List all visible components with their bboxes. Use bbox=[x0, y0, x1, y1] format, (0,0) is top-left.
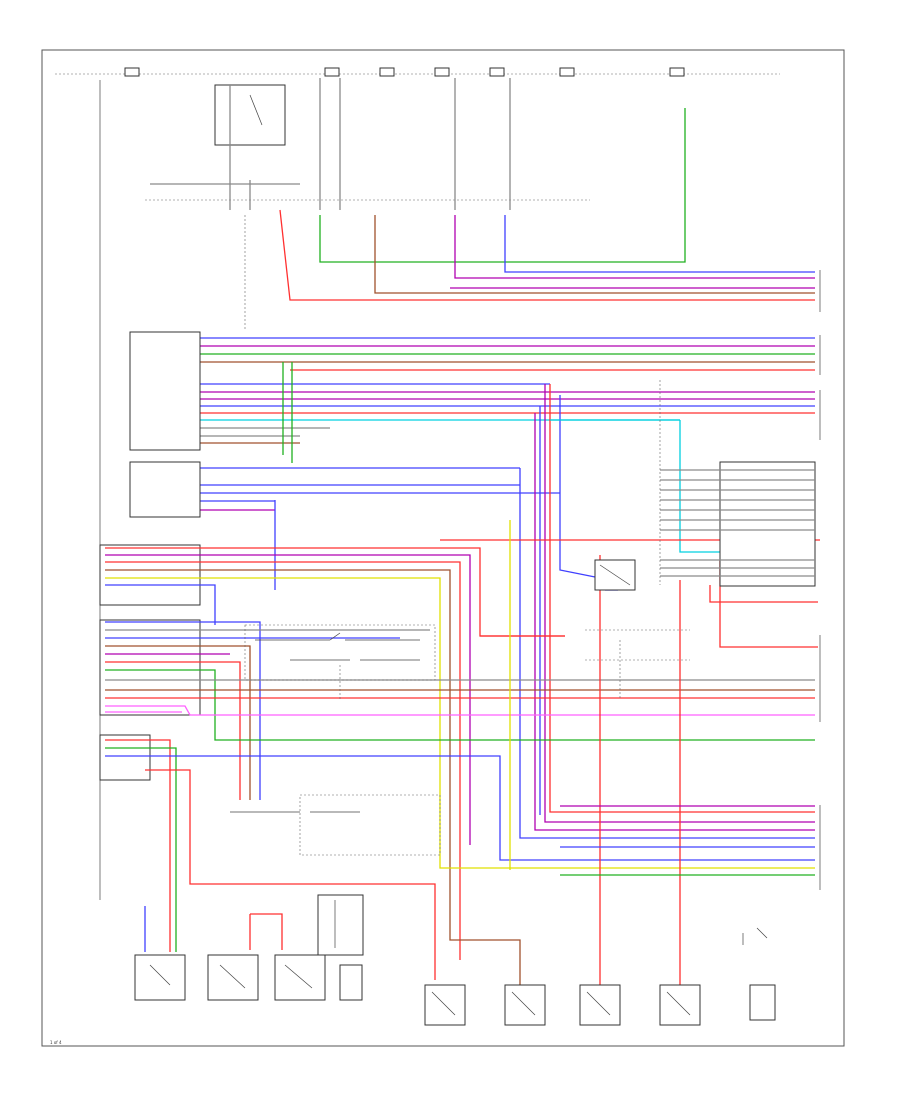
top-relay-block bbox=[214, 84, 286, 146]
right-connector bbox=[660, 461, 816, 587]
top-feeders bbox=[229, 78, 511, 210]
center-switch bbox=[585, 559, 690, 661]
vertical-drops bbox=[274, 362, 815, 839]
middle-harness bbox=[105, 539, 820, 995]
diagram-frame bbox=[41, 49, 845, 1047]
left-connector-pins bbox=[99, 331, 201, 781]
bottom-grounds bbox=[742, 927, 768, 945]
reference-lines bbox=[244, 215, 661, 700]
lower-left-harness bbox=[105, 621, 815, 800]
upper-harness bbox=[279, 108, 815, 301]
right-bundle bbox=[560, 805, 815, 876]
main-harness bbox=[140, 337, 815, 511]
page-number: 1 of 4 bbox=[50, 1040, 62, 1045]
bottom-switches bbox=[134, 954, 776, 1026]
lower-relay bbox=[230, 794, 441, 1001]
middle-relay-box bbox=[244, 624, 436, 681]
bottom-harness bbox=[105, 555, 818, 995]
top-fuses bbox=[124, 67, 685, 77]
